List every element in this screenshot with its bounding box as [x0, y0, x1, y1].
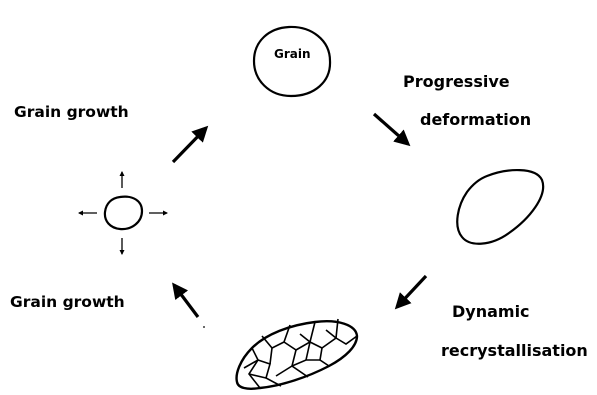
deformed-grain: [457, 170, 543, 244]
grain-label: Grain: [274, 47, 311, 61]
progressive-label: Progressive: [403, 72, 510, 91]
recrystallised-aggregate: [237, 319, 357, 389]
arrow-icon: [397, 276, 426, 307]
arrow-icon: [174, 285, 198, 317]
small-grain: [105, 197, 142, 229]
dynamic-label: Dynamic: [452, 302, 530, 321]
arrow-icon: [173, 128, 206, 162]
speck: [203, 326, 205, 328]
grain-circle: [254, 27, 330, 96]
grain-growth-bottom-label: Grain growth: [10, 293, 125, 311]
deformation-label: deformation: [420, 110, 531, 129]
grain-growth-top-label: Grain growth: [14, 103, 129, 121]
arrow-icon: [374, 114, 408, 144]
recrystallisation-label: recrystallisation: [441, 341, 588, 360]
